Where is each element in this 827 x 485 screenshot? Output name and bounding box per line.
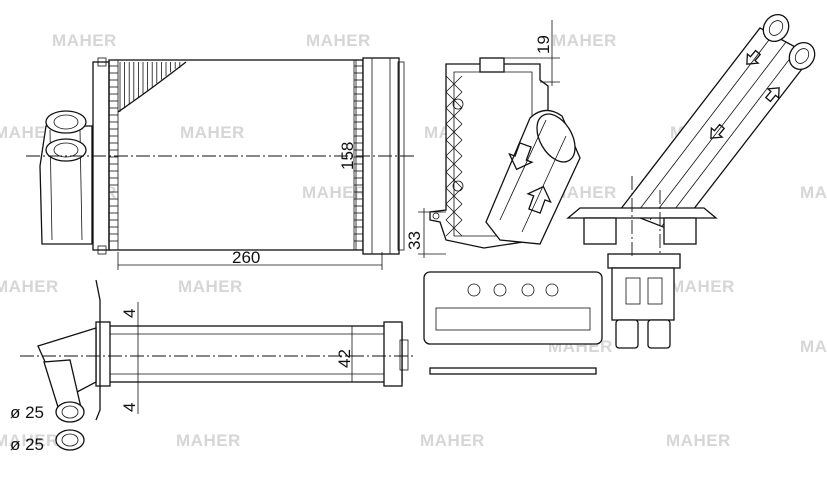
seal-plate-hole: [493, 283, 507, 297]
lattice-line: [445, 155, 463, 173]
watermark: MAHER: [800, 183, 827, 202]
front-view: 260 158: [26, 57, 414, 270]
depth-dimension: 42: [335, 349, 354, 368]
bottom-view-core: [107, 325, 403, 383]
pipe-assembly: [566, 13, 816, 349]
bracket-height-dimension: 19: [534, 35, 553, 54]
flow-arrow-icon: [710, 123, 726, 139]
lattice-line: [445, 203, 463, 221]
pipe-diameter-2: ø 25: [10, 435, 44, 454]
lattice-line: [445, 171, 463, 189]
bracket-offset-dimension: 33: [405, 231, 424, 250]
pipe-tube-edge: [661, 47, 799, 227]
angled-pipe-edge: [499, 119, 547, 221]
inlet-pipe-top: [45, 110, 87, 134]
pipe-end-lower-bore: [61, 433, 79, 447]
left-tank-cap-bottom: [97, 245, 107, 255]
inlet-pipe-top-bore: [53, 114, 79, 130]
watermark: MAHER: [306, 31, 371, 50]
pipe-end-lower: [55, 429, 85, 451]
assembly-connector-detail: [647, 277, 663, 305]
flange-offset-bottom-dimension: 4: [120, 403, 139, 412]
assembly-connector-detail: [625, 277, 641, 305]
assembly-block-right: [663, 217, 697, 245]
assembly-outlet: [615, 319, 639, 349]
assembly-flange: [566, 207, 718, 219]
inlet-pipe-bottom: [45, 138, 87, 162]
angled-pipe-edge: [521, 135, 567, 233]
bracket-top-clip: [479, 57, 505, 73]
flow-arrow-icon: [526, 185, 552, 214]
angled-pipe-opening: [536, 113, 576, 163]
watermark: MAHER: [52, 31, 117, 50]
bottom-view-right-tank: [383, 321, 403, 387]
watermark: MAHER: [552, 31, 617, 50]
watermark: MAHER: [666, 431, 731, 450]
bracket-hole: [432, 212, 440, 220]
pipe-diameter-1: ø 25: [10, 403, 44, 422]
assembly-block-left: [583, 217, 617, 245]
bottom-view-tank-nub: [399, 339, 409, 371]
lattice-line: [445, 139, 463, 157]
flow-arrow-icon: [746, 49, 762, 65]
seal-plate-hole: [521, 283, 535, 297]
core-body: [108, 59, 364, 251]
bracket-hole: [452, 180, 464, 192]
pipe-end-a: [762, 13, 790, 43]
assembly-outlet: [647, 319, 671, 349]
pipe-tube-edge: [635, 35, 773, 215]
flow-arrow-icon: [508, 142, 534, 171]
watermark: MAHER: [178, 277, 243, 296]
lattice-line: [445, 75, 463, 93]
lattice-line: [445, 123, 463, 141]
watermark: MAHER: [176, 431, 241, 450]
bracket-hole: [452, 98, 464, 110]
inlet-pipe-bottom-bore: [53, 142, 79, 158]
pipe-end-upper: [55, 401, 85, 423]
watermark: MAHER: [420, 431, 485, 450]
flow-arrow-icon: [764, 87, 780, 103]
watermark: MAHER: [670, 277, 735, 296]
height-dimension: 158: [338, 142, 357, 170]
pipe-end-upper-bore: [61, 405, 79, 419]
seal-plate-hole: [545, 283, 559, 297]
assembly-connector: [611, 267, 675, 321]
watermark: MAHER: [0, 277, 59, 296]
fin-edge: [117, 61, 187, 113]
watermark: MAHER: [0, 431, 59, 450]
bottom-view: 4 4 42 ø 25 ø 25: [10, 279, 414, 454]
lattice-line: [445, 219, 463, 237]
flange-offset-top-dimension: 4: [120, 309, 139, 318]
bottom-view-left-tank: [95, 321, 111, 387]
watermark: MAHER: [302, 183, 367, 202]
side-view: 19 33: [405, 20, 581, 258]
core-side-ribs: [109, 65, 118, 242]
bracket-lattice: [445, 75, 463, 237]
seal-plate-hole: [467, 283, 481, 297]
watermark: MAHER: [800, 337, 827, 356]
gasket-parts: [423, 271, 603, 375]
core-fins: [119, 62, 181, 112]
watermark: MAHER: [180, 123, 245, 142]
watermark: MAHER: [552, 183, 617, 202]
lattice-line: [445, 91, 463, 109]
pipe-end-b: [788, 41, 816, 71]
pipe-tube-pair: [618, 27, 813, 233]
core-side-ribs: [354, 65, 363, 242]
assembly-collar: [607, 253, 681, 269]
lattice-line: [445, 107, 463, 125]
width-dimension: 260: [232, 248, 260, 267]
pipe-tube-edge: [649, 41, 787, 221]
pipe-end-a-bore: [768, 20, 784, 36]
seal-strip: [429, 367, 597, 375]
pipe-end-b-bore: [794, 48, 810, 64]
seal-plate-slot: [435, 307, 591, 331]
left-tank-cap-top: [97, 57, 107, 67]
bottom-view-flange: [95, 279, 101, 421]
